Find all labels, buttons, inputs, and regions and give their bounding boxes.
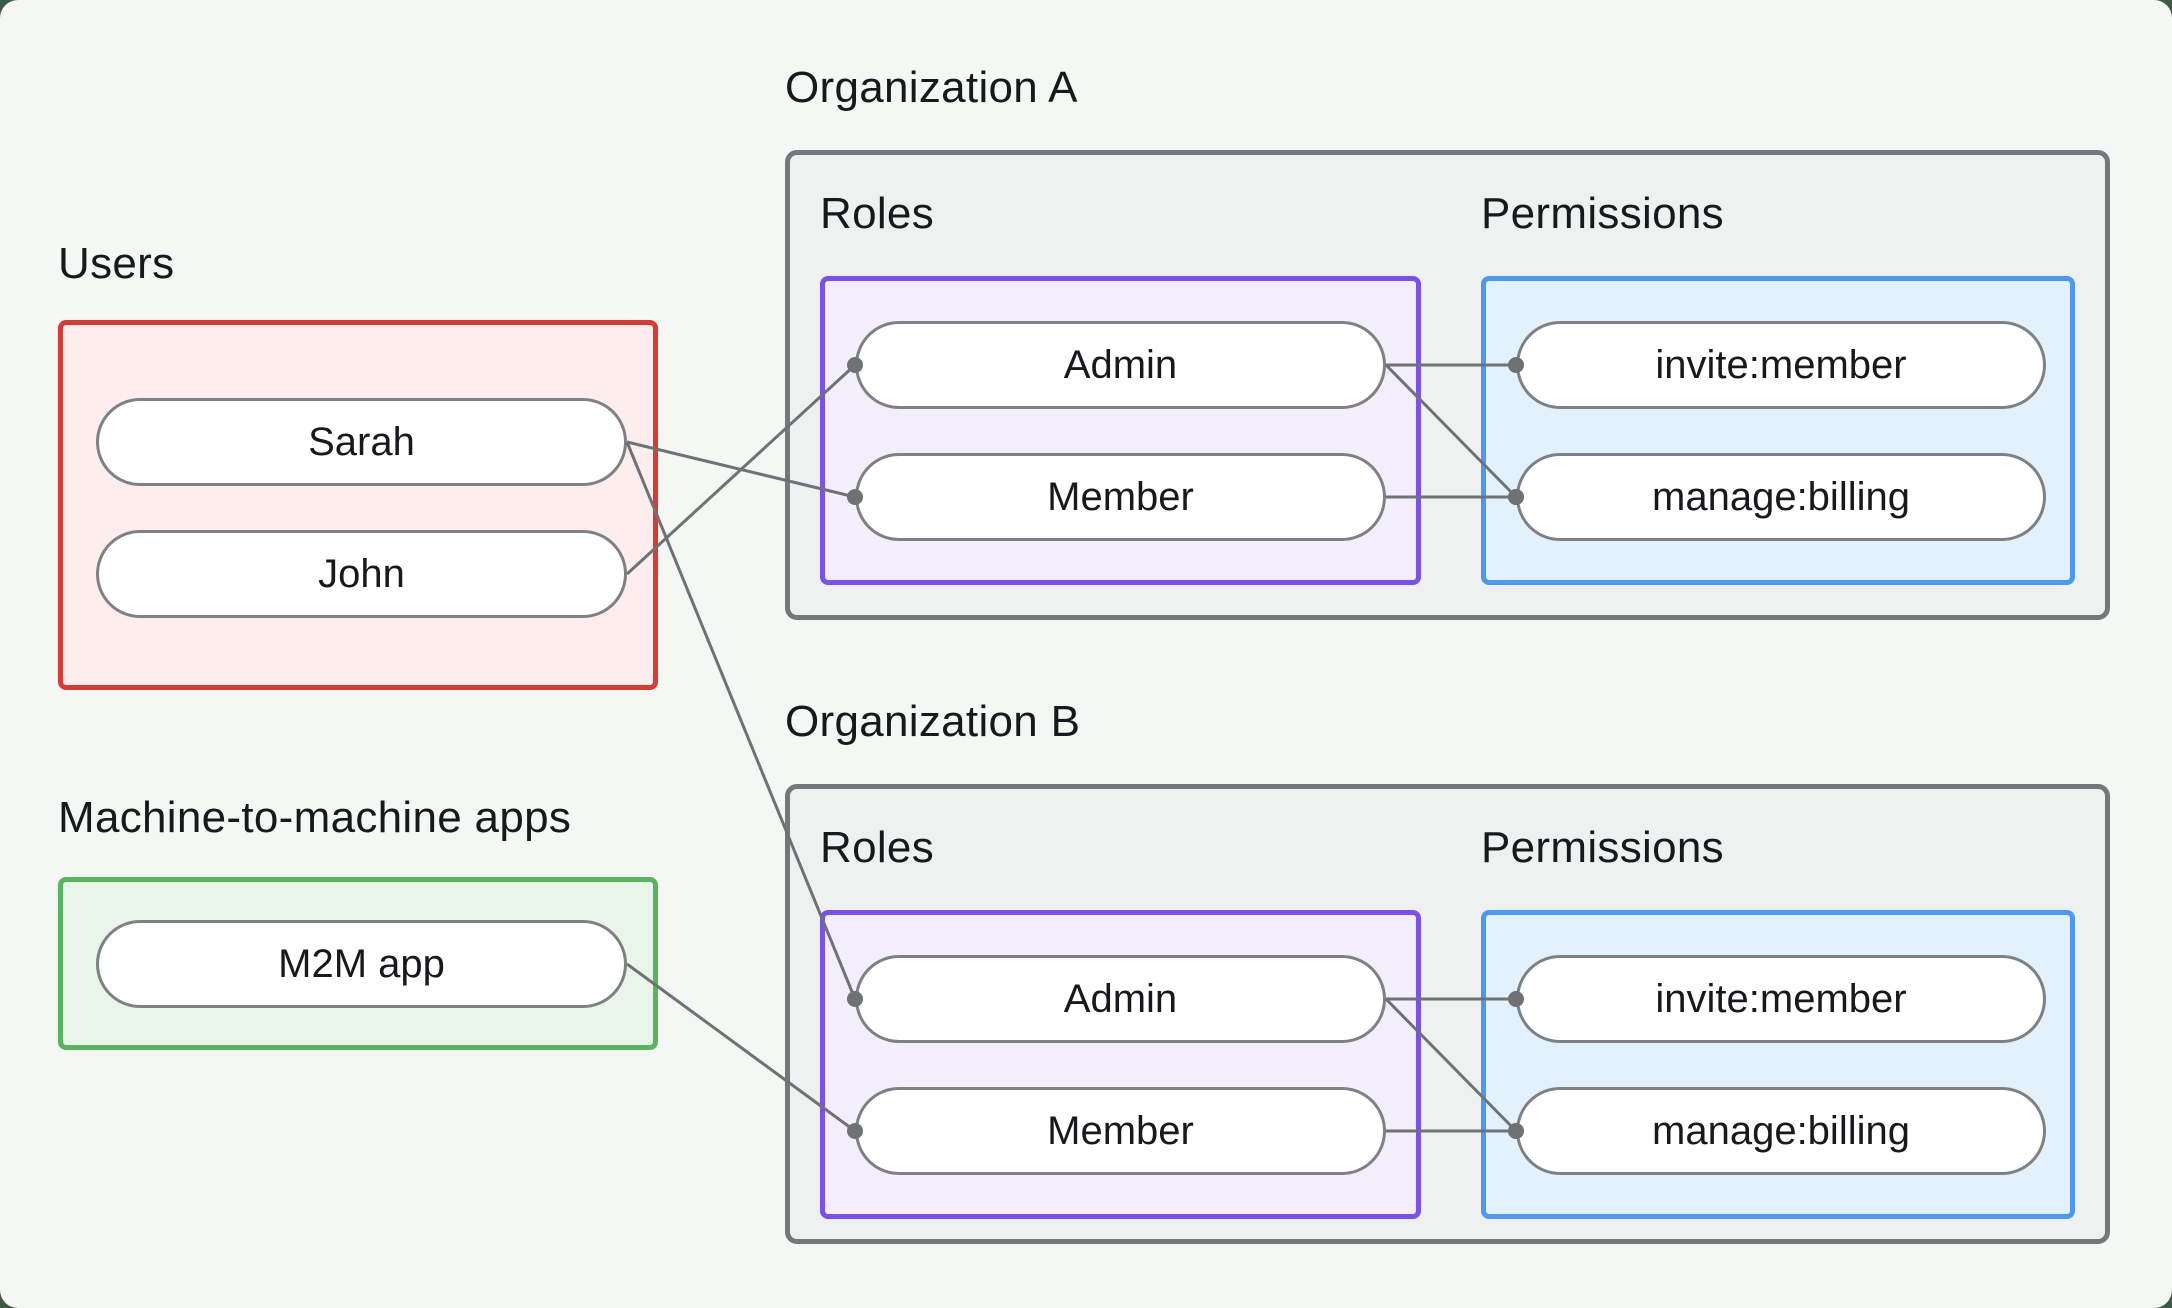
org-b-permissions-label: Permissions bbox=[1481, 823, 1724, 872]
node-orgB-member: Member bbox=[855, 1087, 1386, 1175]
org-b-roles-label: Roles bbox=[820, 823, 934, 872]
node-orgB-admin: Admin bbox=[855, 955, 1386, 1043]
users-group-box bbox=[58, 320, 658, 690]
node-orgA-admin: Admin bbox=[855, 321, 1386, 409]
node-orgA-invite-member: invite:member bbox=[1516, 321, 2046, 409]
node-m2m-app: M2M app bbox=[96, 920, 627, 1008]
org-a-title: Organization A bbox=[785, 63, 1078, 112]
node-john: John bbox=[96, 530, 627, 618]
org-a-permissions-label: Permissions bbox=[1481, 189, 1724, 238]
node-orgB-manage-billing: manage:billing bbox=[1516, 1087, 2046, 1175]
node-orgA-member: Member bbox=[855, 453, 1386, 541]
users-group-label: Users bbox=[58, 239, 175, 288]
node-orgA-manage-billing: manage:billing bbox=[1516, 453, 2046, 541]
node-sarah: Sarah bbox=[96, 398, 627, 486]
org-b-title: Organization B bbox=[785, 697, 1081, 746]
org-a-roles-label: Roles bbox=[820, 189, 934, 238]
node-orgB-invite-member: invite:member bbox=[1516, 955, 2046, 1043]
m2m-group-label: Machine-to-machine apps bbox=[58, 793, 572, 842]
